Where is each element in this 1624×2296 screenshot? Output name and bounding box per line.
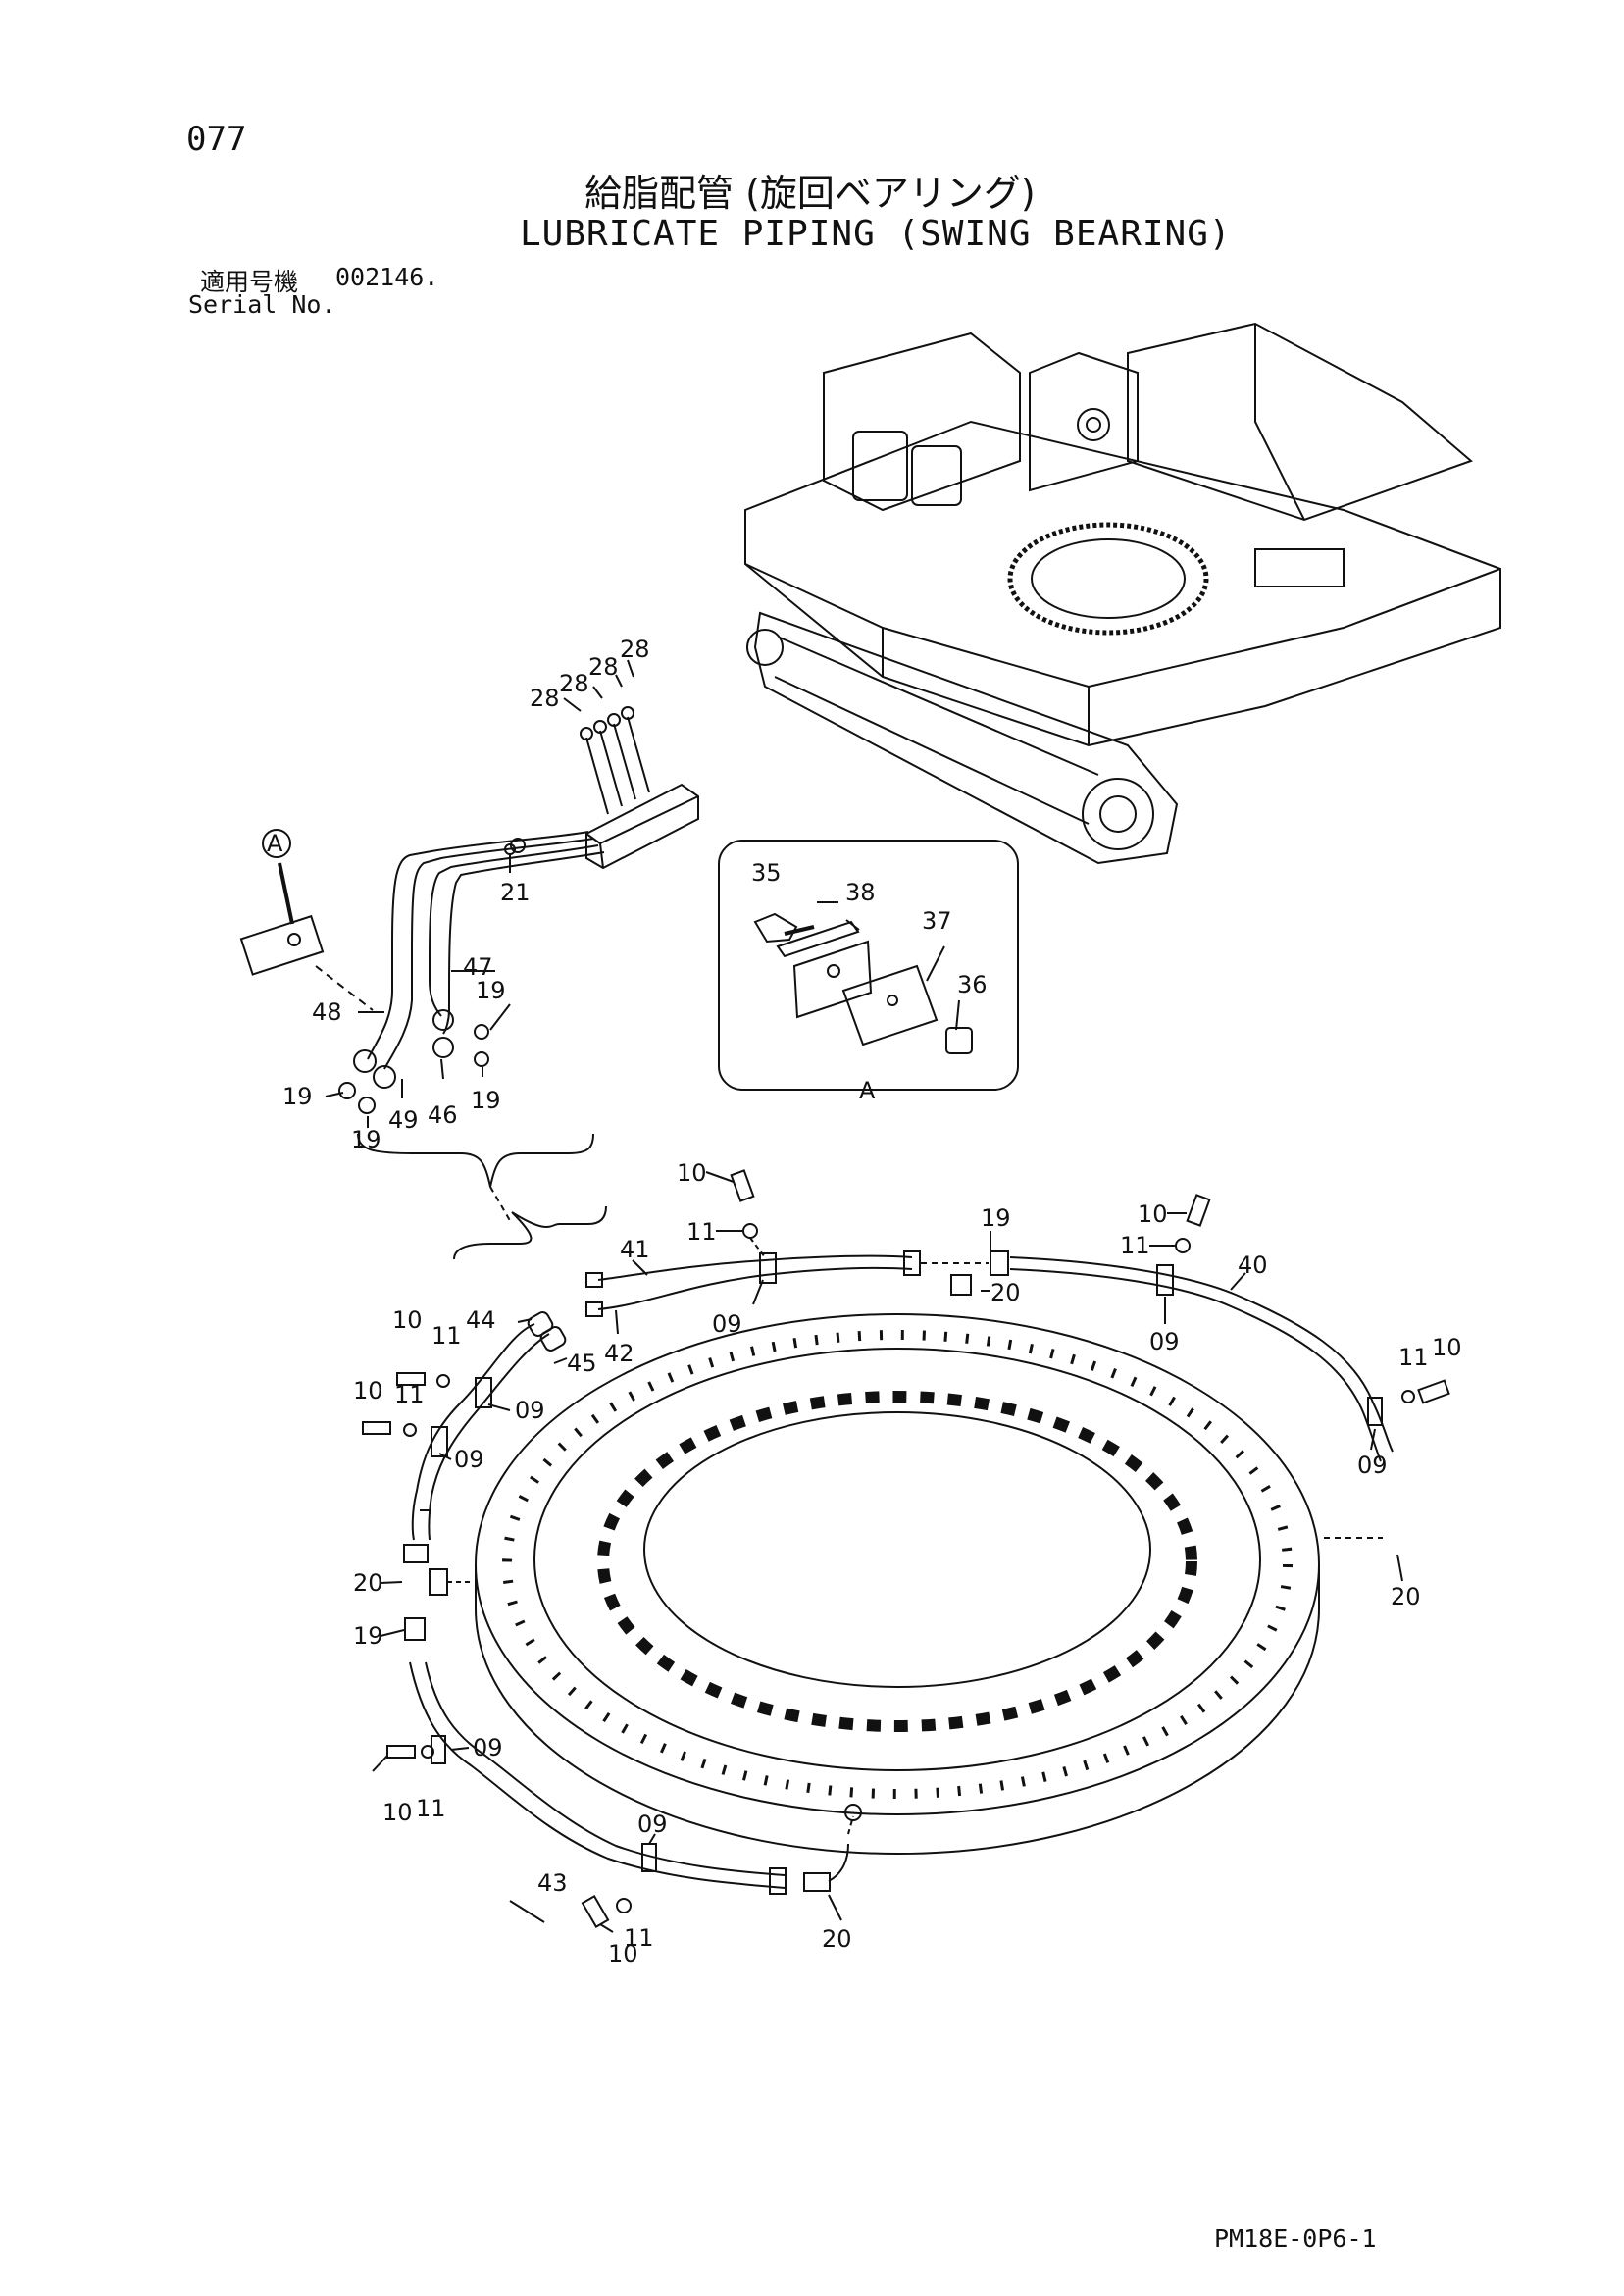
drawing-code: PM18E-0P6-1 bbox=[1214, 2224, 1377, 2253]
serial-label-japanese: 適用号機 bbox=[200, 268, 299, 296]
grease-manifold-assembly bbox=[239, 706, 699, 1114]
callout-10: 10 bbox=[677, 1159, 707, 1187]
serial-number-value: 002146. bbox=[335, 263, 439, 291]
callout-19: 19 bbox=[471, 1087, 501, 1114]
callout-38: 38 bbox=[845, 879, 876, 906]
callout-20: 20 bbox=[822, 1925, 852, 1953]
callout-10: 10 bbox=[392, 1306, 423, 1334]
callout-10: 10 bbox=[1138, 1200, 1168, 1228]
callout-42: 42 bbox=[604, 1340, 634, 1367]
callout-44: 44 bbox=[466, 1306, 496, 1334]
callout-47: 47 bbox=[463, 953, 493, 981]
callout-36: 36 bbox=[957, 971, 988, 998]
callout-11: 11 bbox=[394, 1381, 425, 1408]
callout-28: 28 bbox=[530, 685, 560, 712]
callout-10: 10 bbox=[382, 1799, 413, 1826]
callout-detail-a-marker: A bbox=[267, 830, 283, 857]
callout-11: 11 bbox=[1398, 1344, 1429, 1371]
group-brace-lower bbox=[453, 1205, 607, 1260]
callout-28: 28 bbox=[620, 636, 650, 663]
callout-20: 20 bbox=[353, 1569, 383, 1597]
callout-09: 09 bbox=[1357, 1452, 1388, 1479]
pipe-43 bbox=[386, 1617, 854, 1928]
excavator-illustration bbox=[744, 322, 1501, 865]
page-title-english: LUBRICATE PIPING (SWING BEARING) bbox=[520, 214, 1232, 254]
callout-11: 11 bbox=[1120, 1232, 1150, 1259]
callout-detail-a-title: A bbox=[859, 1077, 876, 1104]
callout-28: 28 bbox=[588, 653, 619, 681]
callout-09: 09 bbox=[1149, 1328, 1180, 1355]
callout-10: 10 bbox=[353, 1377, 383, 1404]
detail-a-inset bbox=[718, 840, 1019, 1091]
pipe-40 bbox=[921, 1194, 1450, 1462]
callout-leaders bbox=[325, 659, 1403, 1933]
callout-20: 20 bbox=[1391, 1583, 1421, 1610]
callout-21: 21 bbox=[500, 879, 531, 906]
callout-09: 09 bbox=[473, 1734, 503, 1761]
callout-11: 11 bbox=[416, 1795, 446, 1822]
callout-labels: 28 28 28 28 21 A 47 48 19 19 19 49 46 19… bbox=[267, 636, 1462, 1967]
callout-19: 19 bbox=[351, 1126, 381, 1153]
callout-35: 35 bbox=[751, 859, 782, 887]
swing-bearing-ring bbox=[475, 1313, 1320, 1856]
callout-11: 11 bbox=[624, 1924, 654, 1952]
callout-19: 19 bbox=[353, 1622, 383, 1650]
callout-45: 45 bbox=[567, 1350, 597, 1377]
callout-41: 41 bbox=[620, 1236, 650, 1263]
callout-19: 19 bbox=[981, 1204, 1011, 1232]
page-number: 077 bbox=[186, 120, 247, 159]
callout-37: 37 bbox=[922, 907, 952, 935]
callout-11: 11 bbox=[431, 1322, 462, 1350]
callout-09: 09 bbox=[637, 1811, 668, 1838]
callout-20: 20 bbox=[990, 1279, 1021, 1306]
callout-11: 11 bbox=[686, 1218, 717, 1246]
pipe-assembly-41-42 bbox=[585, 1169, 921, 1317]
callout-10: 10 bbox=[608, 1940, 638, 1967]
callout-28: 28 bbox=[559, 670, 589, 697]
callout-48: 48 bbox=[312, 998, 342, 1026]
callout-19: 19 bbox=[476, 977, 506, 1004]
callout-10: 10 bbox=[1432, 1334, 1462, 1361]
page-title-japanese: 給脂配管 (旋回ベアリング) bbox=[584, 172, 1036, 215]
callout-09: 09 bbox=[712, 1310, 742, 1338]
callout-09: 09 bbox=[454, 1446, 484, 1473]
callout-49: 49 bbox=[388, 1106, 419, 1134]
callout-43: 43 bbox=[537, 1869, 568, 1897]
callout-09: 09 bbox=[515, 1397, 545, 1424]
group-brace-upper bbox=[357, 1133, 594, 1188]
callout-19: 19 bbox=[282, 1083, 313, 1110]
serial-label-english: Serial No. bbox=[188, 290, 336, 319]
callout-40: 40 bbox=[1238, 1251, 1268, 1279]
pipe-assembly-44-45 bbox=[362, 1311, 567, 1596]
callout-46: 46 bbox=[428, 1101, 458, 1129]
